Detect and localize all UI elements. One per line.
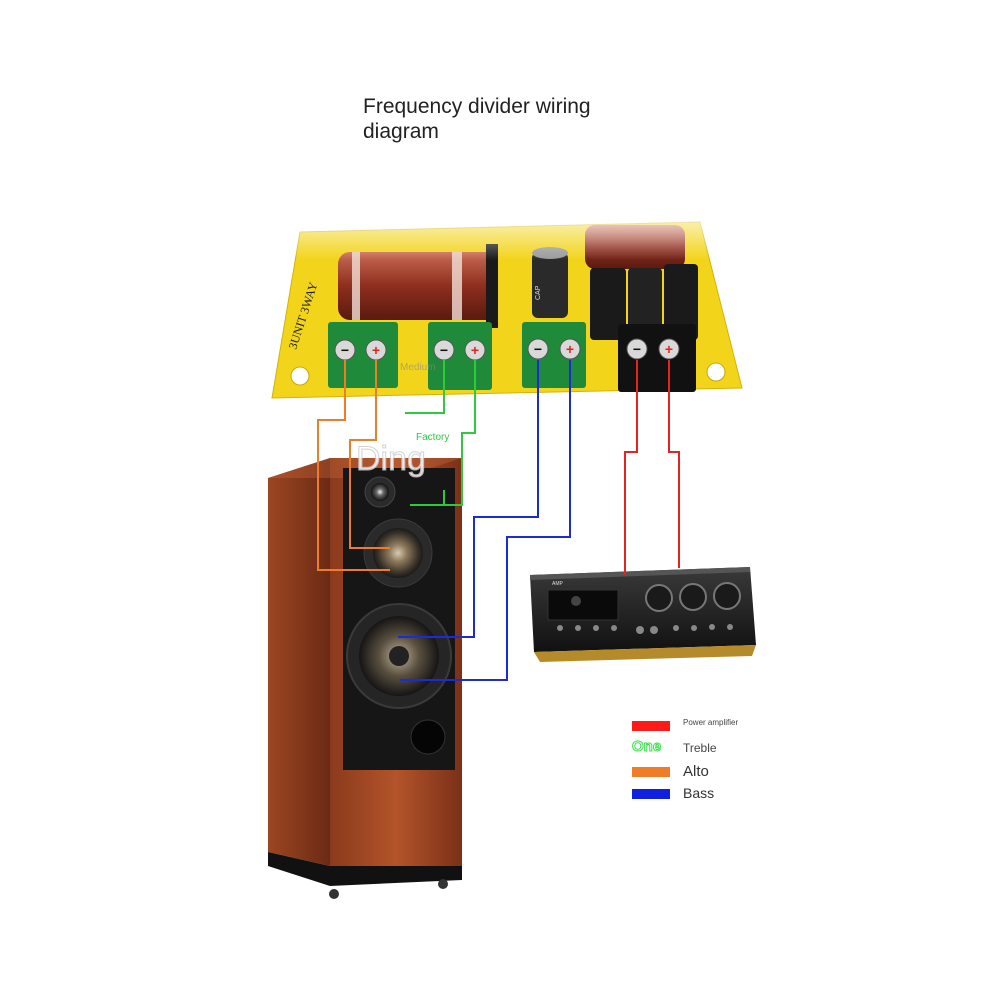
plus-mark: + xyxy=(372,342,380,358)
watermark-medium: Medium xyxy=(400,362,436,373)
input-terminal-block xyxy=(618,324,696,392)
legend-swatch-red xyxy=(632,721,670,731)
plus-mark: + xyxy=(566,341,574,357)
minus-mark: − xyxy=(633,341,641,357)
minus-mark: − xyxy=(440,342,448,358)
legend-item-treble: One Treble xyxy=(630,738,790,758)
minus-mark: − xyxy=(341,342,349,358)
wire-bass xyxy=(398,360,571,681)
svg-text:AMP: AMP xyxy=(552,581,564,587)
legend-label: Power amplifier xyxy=(683,718,739,727)
legend-label: Treble xyxy=(683,741,717,755)
legend-swatch-green: One xyxy=(631,738,662,756)
diagram-title: Frequency divider wiring diagram xyxy=(363,95,591,143)
bass-port-icon xyxy=(410,719,446,755)
tweeter-icon xyxy=(364,476,396,508)
wire-treble xyxy=(405,360,476,506)
legend-swatch-orange xyxy=(632,767,670,777)
plus-mark: + xyxy=(471,342,479,358)
inductor-coil-icon xyxy=(338,244,498,328)
woofer-driver-icon xyxy=(346,603,452,709)
wire-alto xyxy=(317,360,390,571)
plus-mark: + xyxy=(665,341,673,357)
svg-text:CAP: CAP xyxy=(535,285,542,300)
ding-watermark: Ding xyxy=(356,440,426,478)
film-capacitor-icon xyxy=(590,264,698,340)
legend-label: Bass xyxy=(683,785,715,801)
speaker-base xyxy=(268,852,462,899)
crossover-board: 3UNIT 3WAY CAP xyxy=(250,200,770,399)
amp-front-jacks xyxy=(557,624,733,634)
legend-swatch-blue xyxy=(632,789,670,799)
legend-item-alto: Alto xyxy=(630,762,790,782)
legend-item-power: Power amplifier xyxy=(630,716,790,736)
terminal-polarity-marks: − + − + − + − + xyxy=(341,341,673,358)
wire-power xyxy=(624,360,680,575)
midrange-driver-icon xyxy=(363,518,433,588)
screw-terminals xyxy=(334,338,680,361)
legend-label: Alto xyxy=(683,763,709,780)
floor-speaker xyxy=(268,458,462,899)
legend-item-bass: Bass xyxy=(630,784,790,804)
factory-label: Factory xyxy=(416,432,449,443)
minus-mark: − xyxy=(534,341,542,357)
wire-legend: Power amplifier One Treble Alto Bass xyxy=(630,716,790,806)
volume-knob-icon xyxy=(645,582,741,612)
power-amplifier: AMP xyxy=(530,567,756,662)
